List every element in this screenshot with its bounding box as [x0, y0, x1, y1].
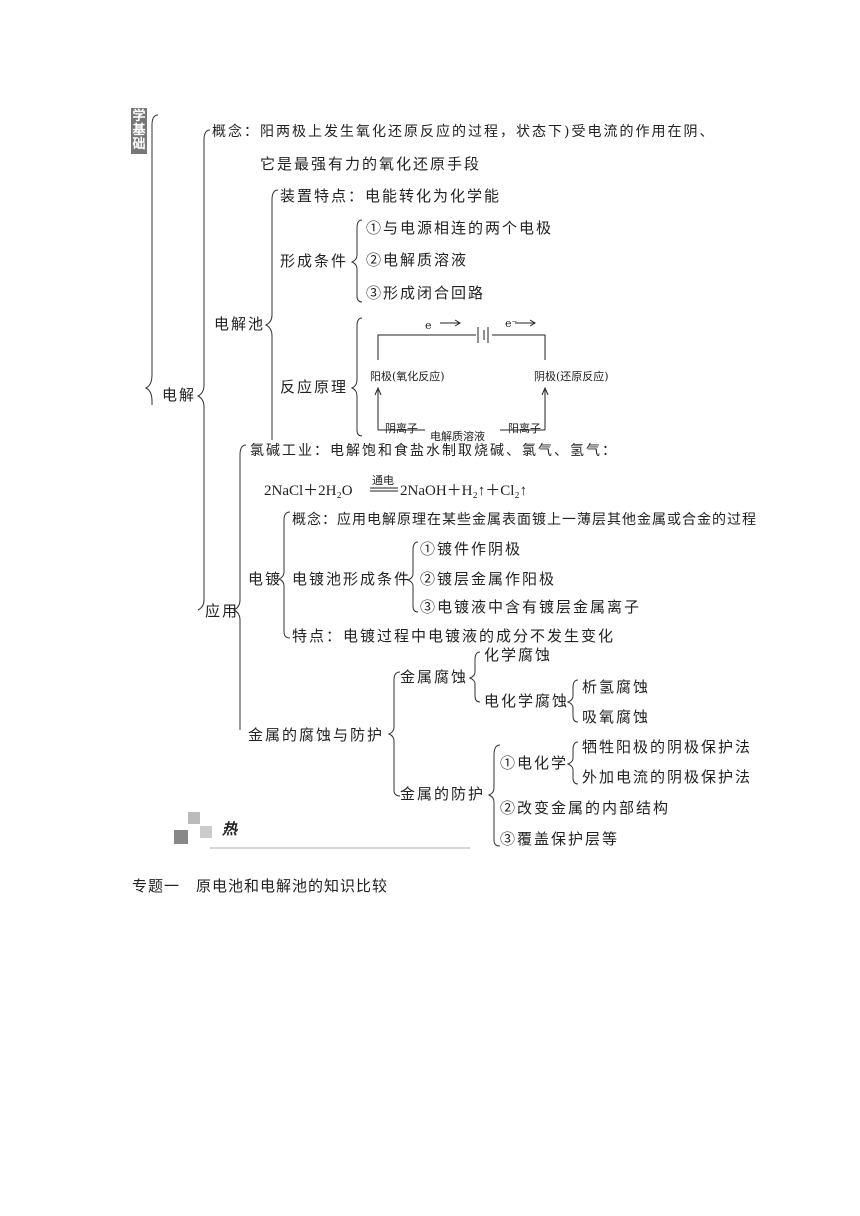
electrolyte-label: 电解质溶液 — [430, 430, 485, 443]
electron-arrow-left-head — [454, 319, 461, 327]
equation-equal-sign — [370, 487, 398, 492]
cell-brace — [264, 189, 279, 440]
condition-item: ③形成闭合回路 — [366, 284, 486, 302]
protection-brace — [487, 744, 501, 847]
section-badge: 学 基 础 — [131, 108, 147, 154]
protection-item: ③覆盖保护层等 — [500, 830, 620, 848]
plating-label: 电镀 — [248, 570, 283, 588]
electron-label-right: e⁻ — [505, 317, 518, 330]
plating-item: ③电镀液中含有镀层金属离子 — [420, 598, 642, 616]
left-wire — [377, 334, 476, 360]
anode-label: 阳极(氧化反应) — [370, 370, 445, 383]
electro-corrosion-item: 析氢腐蚀 — [582, 678, 651, 696]
badge-char: 学 — [132, 109, 146, 124]
corrosion-label: 金属腐蚀 — [400, 668, 469, 686]
electrochem-method: 外加电流的阴极保护法 — [582, 768, 753, 786]
plating-item: ②镀层金属作阳极 — [420, 570, 557, 588]
badge-char: 础 — [132, 137, 146, 152]
electro-corrosion-brace — [566, 679, 579, 723]
decorative-squares — [174, 812, 212, 844]
principle-label: 反应原理 — [280, 378, 349, 396]
badge-char: 基 — [132, 123, 146, 138]
chemical-corrosion: 化学腐蚀 — [484, 646, 553, 664]
cathode-label: 阴极(还原反应) — [534, 370, 609, 383]
application-brace — [232, 444, 247, 730]
electrolytic-cell-label: 电解池 — [214, 315, 266, 333]
equation-left: 2NaCl＋2H₂O — [264, 483, 353, 499]
cation-label: 阳离子 — [508, 422, 541, 435]
equation-right: 2NaOH＋H₂↑＋Cl₂↑ — [400, 483, 528, 499]
root-electrolysis: 电解 — [162, 386, 197, 404]
plating-feature: 特点：电镀过程中电镀液的成分不发生变化 — [292, 627, 616, 645]
electrochem-method: 牺牲阳极的阴极保护法 — [582, 738, 753, 756]
application-link — [197, 440, 205, 611]
plating-brace — [277, 511, 291, 639]
application-label: 应用 — [205, 602, 240, 620]
concept-line2: 它是最强有力的氧化还原手段 — [260, 155, 482, 173]
section-heading: 专题一 原电池和电解池的知识比较 — [132, 879, 389, 895]
electro-corrosion-item: 吸氧腐蚀 — [582, 708, 651, 726]
corrosion-protection-label: 金属的腐蚀与防护 — [248, 726, 385, 744]
cation-arrow-head — [541, 386, 549, 396]
partial-heading-glyph: 热 — [222, 820, 240, 838]
protection-item: ②改变金属的内部结构 — [500, 799, 671, 817]
electron-label-left: e — [425, 319, 432, 332]
electrochemical-corrosion: 电化学腐蚀 — [484, 692, 570, 710]
anion-arrow-head — [374, 386, 382, 396]
protection-label: 金属的防护 — [400, 785, 486, 803]
conditions-brace — [350, 219, 363, 303]
condition-item: ②电解质溶液 — [366, 251, 469, 269]
anion-label: 阴离子 — [385, 422, 418, 435]
plating-cell-label: 电镀池形成条件 — [292, 570, 412, 588]
conditions-label: 形成条件 — [280, 252, 349, 270]
concept-line1: 概念：阳两极上发生氧化还原反应的过程，状态下)受电流的作用在阴、 — [212, 124, 716, 140]
cell-feature: 装置特点：电能转化为化学能 — [280, 187, 502, 205]
protection-item: ①电化学 — [500, 754, 569, 772]
chloralkali-text: 氯碱工业：电解饱和食盐水制取烧碱、氯气、氢气： — [250, 443, 618, 459]
condition-item: ①与电源相连的两个电极 — [366, 219, 554, 237]
electrolysis-cell-diagram — [374, 319, 549, 431]
equation-condition: 通电 — [372, 474, 394, 487]
electrolysis-brace — [196, 129, 211, 440]
outer-brace — [144, 114, 159, 405]
right-wire — [492, 334, 546, 360]
corrosion-brace — [468, 651, 481, 703]
plating-item: ①镀件作阴极 — [420, 540, 523, 558]
electron-arrow-right-head — [529, 319, 536, 327]
principle-brace — [350, 317, 363, 437]
electrochem-protection-brace — [566, 741, 579, 785]
corrosion-protection-brace — [387, 671, 401, 797]
plating-concept: 概念：应用电解原理在某些金属表面镀上一薄层其他金属或合金的过程 — [292, 512, 757, 528]
plating-cell-brace — [406, 541, 419, 613]
